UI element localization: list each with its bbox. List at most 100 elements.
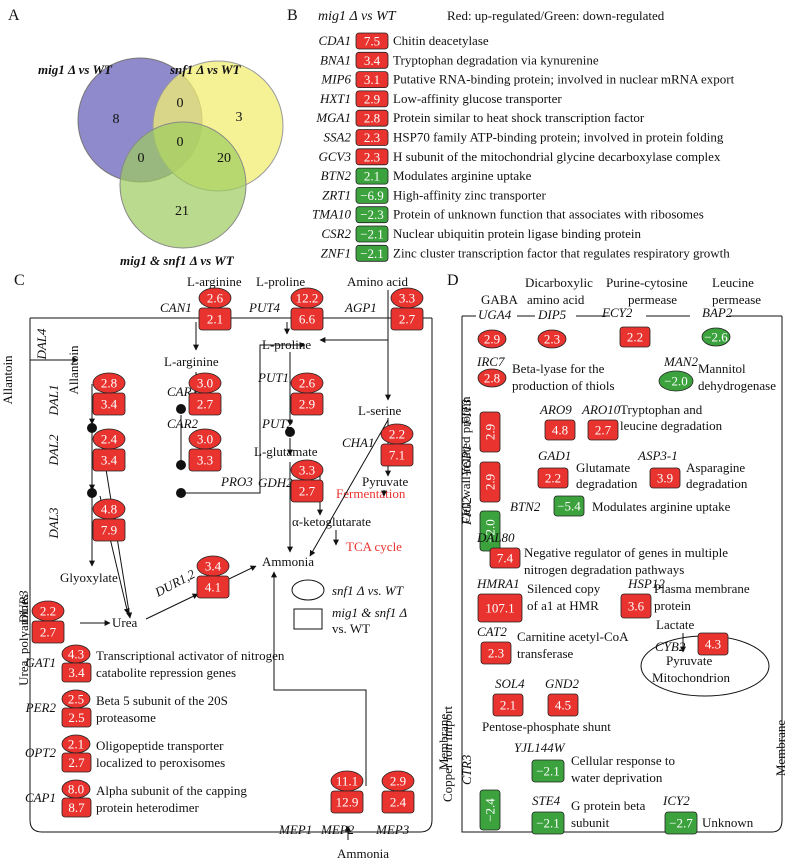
d-transporter-badge-shape [537,329,567,349]
d-gene-name: GND2 [545,676,579,691]
c-list-box-box [61,797,92,818]
b-gene-desc: High-affinity zinc transporter [393,187,546,202]
panel-c-label: C [14,272,25,289]
d-transporter-gene: FCY2 [601,305,633,320]
label-allantoin-in: Allantoin [66,345,81,395]
b-value-badge-box [355,51,389,69]
gene-can1: CAN1 [160,300,192,315]
c-ellipse-value: 12.2 [296,291,319,306]
gene-gdh2: GDH2 [258,475,293,490]
d-transporter-badge-shape [477,329,507,349]
d-gene-name: DAL80 [476,530,515,545]
b-gene-name: ZNF1 [321,245,351,260]
c-ellipse: 3.3 [390,287,424,309]
d-item-gnd2: GND2 4.5 [545,676,579,717]
d-value-badge-value: 3.9 [657,471,673,486]
d-gene-name: BTN2 [510,499,541,514]
legend-ellipse [291,579,325,601]
legend-box-label-2: vs. WT [332,621,370,636]
c-box: 2.7 [31,620,65,644]
d-gene-name: YJL144W [514,740,566,755]
b-gene-name: HXT1 [319,91,351,106]
c-list-box-value: 2.5 [68,710,84,725]
header-purine-2: permease [628,292,677,307]
c-box-value: 2.1 [207,312,223,327]
b-value-badge-box [355,148,389,166]
b-value-badge: −2.1 [355,225,389,243]
b-value-badge: −6.9 [355,186,389,204]
d-value-badge-value: 2.7 [595,423,612,438]
label-l-proline-top: L-proline [256,274,305,289]
d-value-badge: 2.9 [479,461,501,503]
label-mitochondrion: Mitochondrion [652,670,730,685]
d-transporter-badge-value: 2.2 [627,330,643,345]
d-value-badge-value: 2.2 [545,471,561,486]
c-box-value: 12.9 [336,795,359,810]
c-pair-dal2: 2.43.4 [92,428,126,472]
c-list-box-box [61,662,92,683]
b-value-badge-box [355,225,389,243]
membrane-outline-d [461,316,783,833]
panel-c-gene-values: 2.62.112.26.63.32.72.83.42.43.44.87.93.0… [31,287,424,814]
c-box: 7.9 [92,518,126,542]
c-list-box: 3.4 [61,662,92,683]
c-box: 6.6 [290,307,324,331]
b-gene-desc: Tryptophan degradation via kynurenine [393,52,599,67]
d-gene-name: GAD1 [538,448,571,463]
b-value-badge-value: 2.1 [364,169,380,184]
panel-d: D GABA Dicarboxylic amino acid Purine-cy… [440,272,788,835]
c-list-desc-1: Transcriptional activator of nitrogen [96,648,285,663]
c-ellipse-value: 11.1 [336,774,358,789]
c-box-value: 2.7 [197,397,214,412]
gene-put1: PUT1 [257,370,289,385]
dot-dal1 [87,423,97,433]
c-pair-put4: 12.26.6 [290,287,324,331]
d-item-ctr3: CTR3−2.4 [459,754,501,831]
c-box-box [290,392,324,416]
b-value-badge: 2.3 [355,148,389,166]
c-box-box [196,575,230,599]
c-ellipse-value: 2.9 [390,774,406,789]
d-gene-name: SOL4 [495,676,525,691]
d-value-badge-value: 2.3 [488,646,504,661]
c-ellipse-value: 2.8 [101,376,117,391]
label-glyoxylate: Glyoxylate [60,570,118,585]
c-pair-dur12: 3.44.1 [196,555,230,599]
c-box-value: 2.7 [40,625,57,640]
c-list-gene: PER2 [25,700,57,715]
d-value-badge-box [479,789,501,831]
c-list-desc-1: Beta 5 subunit of the 20S [96,693,228,708]
c-list-desc-2: protein heterodimer [96,800,200,815]
b-gene-desc: Zinc cluster transcription factor that r… [393,245,730,260]
c-list-desc-2: proteasome [96,710,156,725]
d-value-badge: 4.5 [547,693,579,717]
b-value-badge-box [355,32,389,50]
d-value-badge-value: −2.1 [536,764,560,779]
c-box-box [330,790,364,814]
c-list-gene: GAT1 [25,655,56,670]
label-copper-import: Copper ion import [440,706,455,802]
d-transporter-bap2: BAP2−2.6 [701,305,733,347]
d-value-badge-shape [477,368,507,388]
arrow-cha1-ammonia [309,419,389,557]
d-gene-name: YGP1 [459,445,474,476]
b-gene-name: CDA1 [319,33,352,48]
d-value-badge: 2.8 [477,368,507,388]
d-value-badge-value: 4.3 [705,637,721,652]
label-fermentation: Fermentation [336,486,406,501]
d-desc-1: Plasma membrane [654,581,750,596]
d-desc-2: degradation [576,476,638,491]
d-value-badge-box [544,419,576,441]
d-value-badge-value: −2.4 [483,798,498,822]
d-value-badge: 4.3 [697,632,729,656]
